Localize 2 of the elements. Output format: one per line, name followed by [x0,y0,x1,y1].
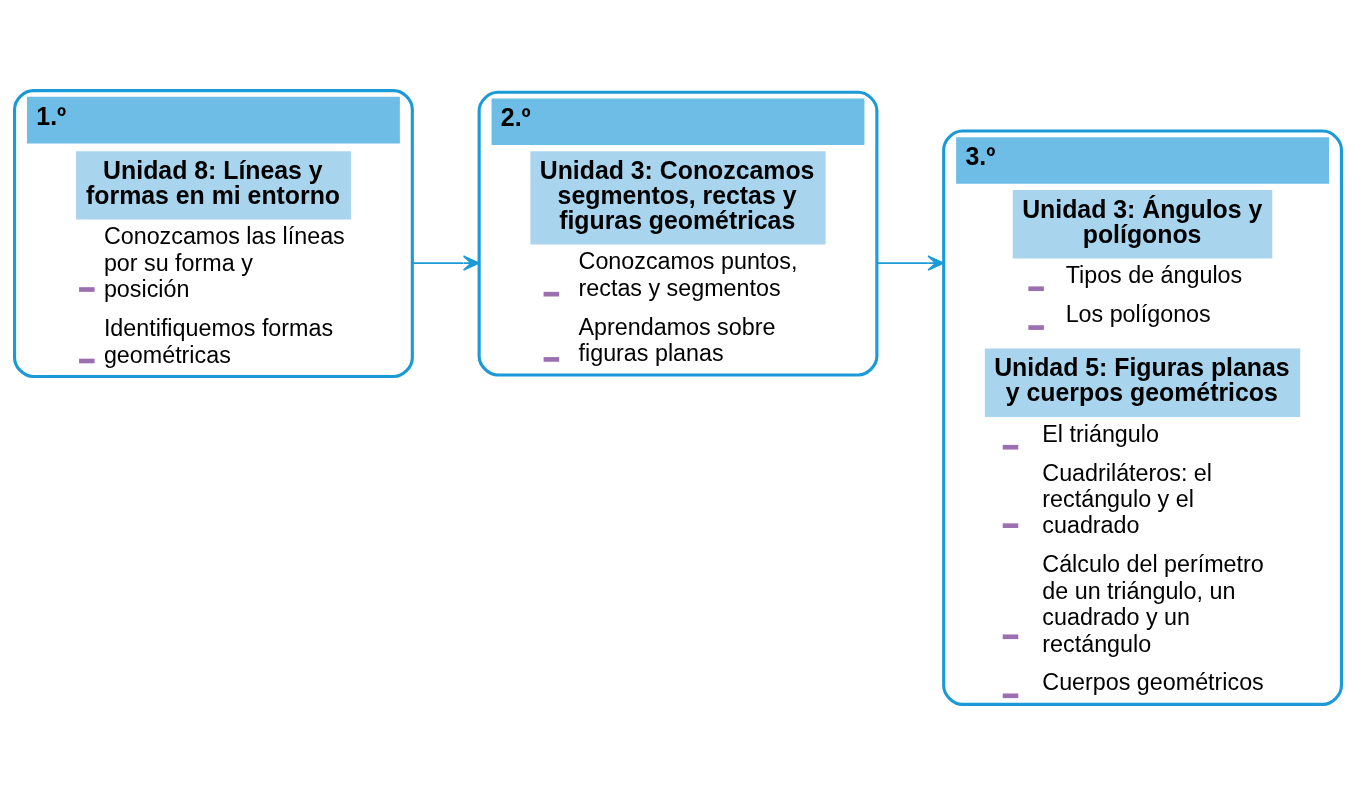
arrow [876,254,945,271]
arrow [411,254,480,271]
